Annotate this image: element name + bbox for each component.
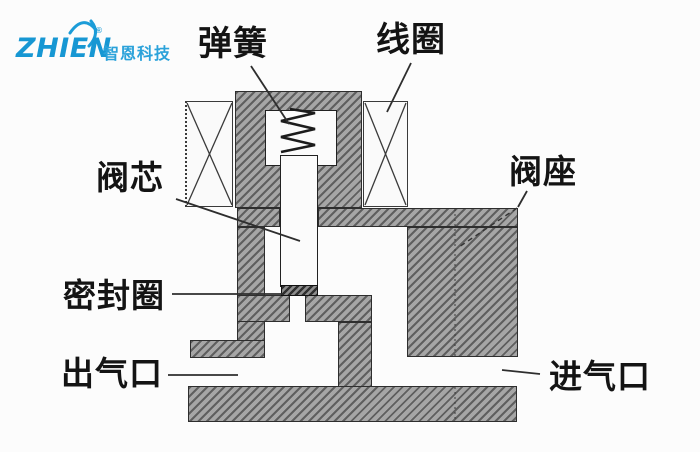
registered-mark: ® <box>95 26 103 35</box>
label-inlet: 进气口 <box>549 357 651 396</box>
chamber-floor-right <box>305 295 372 322</box>
label-valve-core: 阀芯 <box>96 158 164 197</box>
leader-line-valve-core <box>175 198 301 242</box>
coil-left-cross-line-2 <box>186 102 233 206</box>
outlet-flange-arm <box>190 340 265 358</box>
coil-right-cross-line-2 <box>364 102 407 206</box>
body-left-wall <box>237 227 265 358</box>
logo-brand-text: ZHIEN <box>16 33 112 64</box>
label-coil: 线圈 <box>376 20 446 60</box>
leader-line-spring <box>250 65 290 125</box>
base-plate <box>188 386 517 422</box>
logo-swoosh-paren-icon <box>87 19 97 48</box>
logo-company-text: 智恩科技 <box>103 44 172 63</box>
spring-coil-drawing <box>280 107 316 154</box>
label-outlet: 出气口 <box>61 354 163 393</box>
label-valve-seat: 阀座 <box>509 152 577 191</box>
leader-line-inlet <box>501 369 541 375</box>
leader-line-valve-seat-dashed <box>458 207 518 248</box>
leader-line-coil <box>386 62 412 113</box>
chamber-floor-left <box>237 295 290 322</box>
port-divider-column <box>338 322 372 387</box>
valve-seat-right-block <box>407 227 518 357</box>
label-spring: 弹簧 <box>198 24 268 64</box>
valve-seat-top-bar <box>318 208 518 227</box>
seal-ring-part <box>281 285 318 296</box>
leader-line-valve-seat <box>517 190 528 208</box>
label-seal-ring: 密封圈 <box>63 276 165 315</box>
